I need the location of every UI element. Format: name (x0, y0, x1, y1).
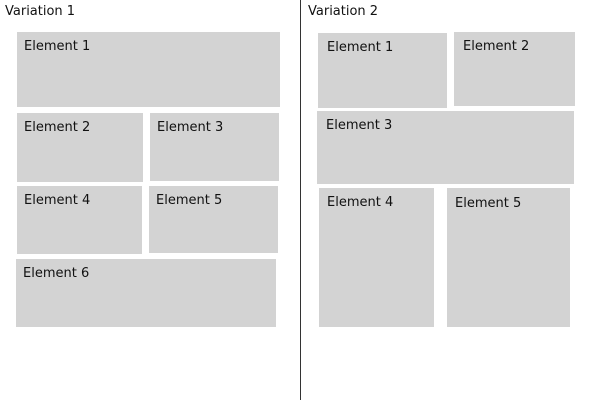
element-label: Element 2 (463, 39, 530, 54)
element-label: Element 2 (24, 120, 91, 135)
element-label: Element 6 (23, 266, 90, 281)
v1-element-4: Element 4 (17, 186, 142, 254)
element-label: Element 1 (24, 39, 91, 54)
v2-element-3: Element 3 (317, 111, 574, 184)
v2-element-4: Element 4 (319, 188, 434, 327)
element-label: Element 5 (156, 193, 223, 208)
v2-element-5: Element 5 (447, 188, 570, 327)
element-label: Element 4 (327, 195, 394, 210)
element-label: Element 4 (24, 193, 91, 208)
divider (300, 0, 301, 400)
v1-element-5: Element 5 (149, 186, 278, 253)
variation-1-title: Variation 1 (5, 4, 76, 19)
v1-element-1: Element 1 (17, 32, 280, 107)
element-label: Element 5 (455, 196, 522, 211)
variation-2-title: Variation 2 (308, 4, 379, 19)
v1-element-6: Element 6 (16, 259, 276, 327)
element-label: Element 3 (157, 120, 224, 135)
element-label: Element 1 (327, 40, 394, 55)
v1-element-2: Element 2 (17, 113, 143, 182)
v2-element-1: Element 1 (318, 33, 447, 108)
v2-element-2: Element 2 (454, 32, 575, 106)
element-label: Element 3 (326, 118, 393, 133)
v1-element-3: Element 3 (150, 113, 279, 181)
